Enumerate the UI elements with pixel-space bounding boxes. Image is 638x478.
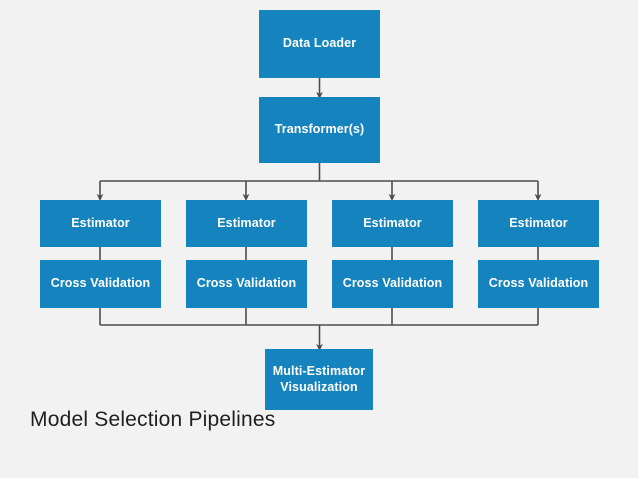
- node-estimator-2-label: Estimator: [217, 215, 276, 230]
- node-data-loader-label: Data Loader: [282, 36, 357, 51]
- node-estimator-4-label: Estimator: [509, 215, 568, 230]
- node-multi-estimator-visualization-label-line2: Visualization: [280, 379, 358, 394]
- node-transformers-label: Transformer(s): [274, 122, 365, 137]
- diagram-caption: Model Selection Pipelines: [30, 408, 276, 431]
- node-cross-validation-2-label: Cross Validation: [196, 276, 297, 291]
- node-data-loader[interactable]: Data Loader: [259, 10, 380, 78]
- node-cross-validation-1-label: Cross Validation: [50, 276, 151, 291]
- node-multi-estimator-visualization-label-line1: Multi-Estimator: [272, 363, 366, 378]
- node-cross-validation-4-label: Cross Validation: [488, 276, 589, 291]
- node-estimator-1-label: Estimator: [71, 215, 130, 230]
- node-estimator-3[interactable]: Estimator: [332, 200, 453, 247]
- node-cross-validation-3-label: Cross Validation: [342, 276, 443, 291]
- node-estimator-3-label: Estimator: [363, 215, 422, 230]
- node-estimator-1[interactable]: Estimator: [40, 200, 161, 247]
- node-transformers[interactable]: Transformer(s): [259, 97, 380, 163]
- node-estimator-4[interactable]: Estimator: [478, 200, 599, 247]
- node-cross-validation-1[interactable]: Cross Validation: [40, 260, 161, 308]
- node-estimator-2[interactable]: Estimator: [186, 200, 307, 247]
- node-multi-estimator-visualization[interactable]: Multi-Estimator Visualization: [265, 349, 373, 410]
- node-cross-validation-4[interactable]: Cross Validation: [478, 260, 599, 308]
- node-cross-validation-2[interactable]: Cross Validation: [186, 260, 307, 308]
- node-cross-validation-3[interactable]: Cross Validation: [332, 260, 453, 308]
